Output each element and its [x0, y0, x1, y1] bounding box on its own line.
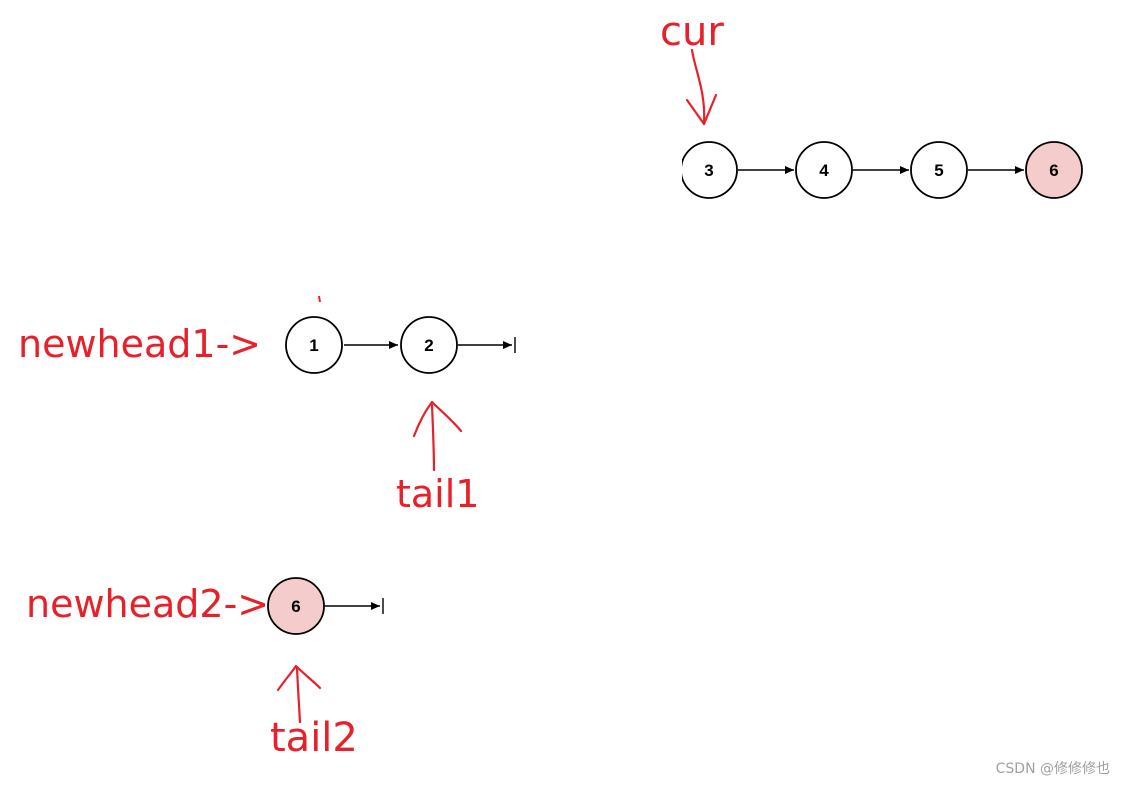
cur-label: cur	[660, 9, 724, 55]
node-value: 6	[291, 597, 300, 616]
node-circle	[1025, 141, 1083, 199]
node-value: 1	[309, 336, 318, 355]
node-value: 3	[704, 161, 713, 180]
crop-mask	[660, 135, 682, 205]
list-node: 6	[267, 577, 325, 635]
node-circle	[285, 316, 343, 374]
newhead2-label: newhead2->	[26, 582, 270, 626]
node-circle	[267, 577, 325, 635]
cur-pointer-arrow	[685, 48, 718, 126]
node-value: 4	[819, 161, 829, 180]
newhead1-label: newhead1->	[18, 322, 262, 366]
node-circle	[400, 316, 458, 374]
list-node: 4	[795, 141, 853, 199]
list-node: 5	[910, 141, 968, 199]
stray-mark	[318, 295, 321, 303]
list-node: 1	[285, 316, 343, 374]
tail2-label: tail2	[270, 715, 358, 761]
node-value: 2	[424, 336, 433, 355]
node-value: 5	[934, 161, 943, 180]
tail2-pointer-arrow	[276, 664, 322, 724]
list-node: 3	[680, 141, 738, 199]
list-node: 6	[1025, 141, 1083, 199]
node-circle	[910, 141, 968, 199]
remaining-list: 3 4 5 6	[660, 135, 1083, 205]
node-circle	[795, 141, 853, 199]
tail1-label: tail1	[396, 472, 480, 516]
tail1-pointer-arrow	[412, 400, 463, 472]
list-node: 2	[400, 316, 458, 374]
list-2: 6	[267, 577, 384, 635]
list-1: 1 2	[285, 295, 516, 374]
watermark: CSDN @修修修也	[995, 761, 1110, 777]
node-value: 6	[1049, 161, 1058, 180]
